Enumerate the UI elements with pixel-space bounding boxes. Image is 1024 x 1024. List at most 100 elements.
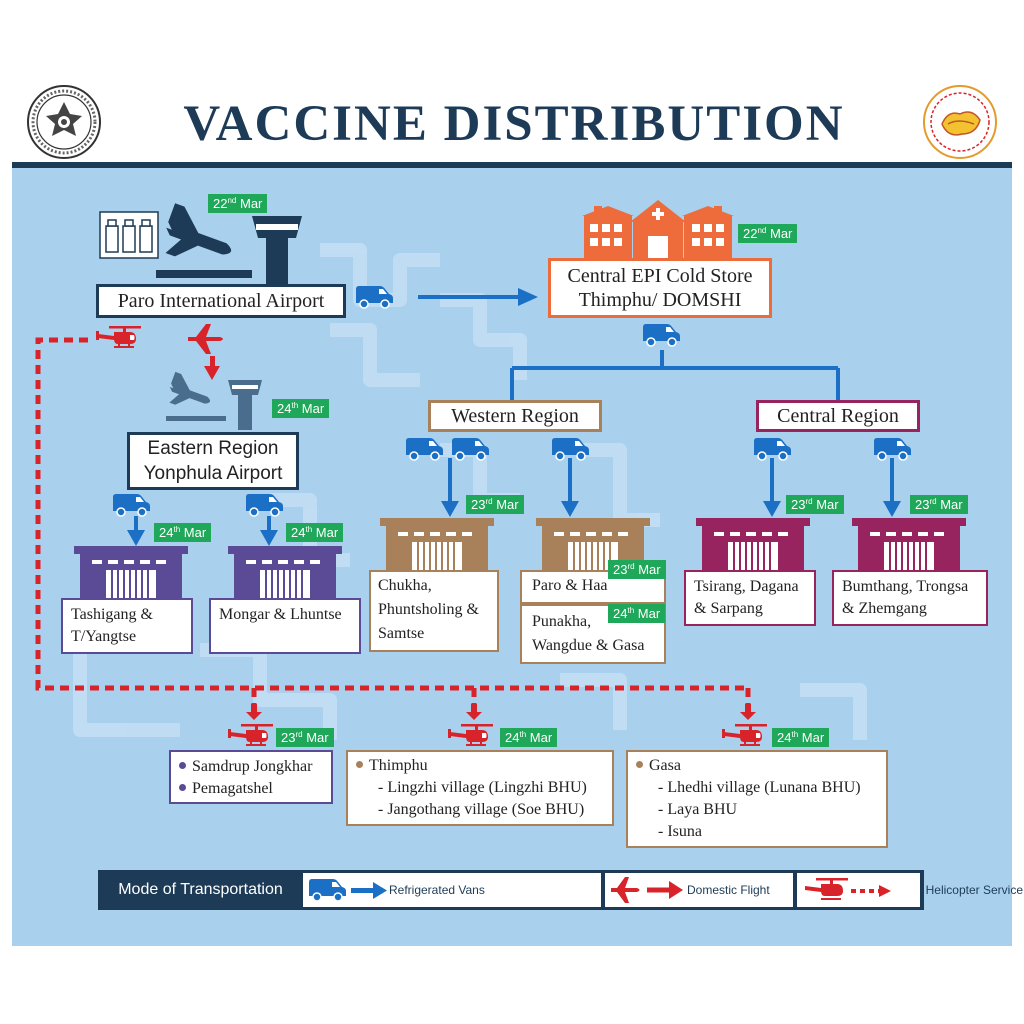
van-icon [642,323,681,347]
heli-list-item-text: Samdrup Jongkhar [192,758,313,775]
heli-list-sub: - Isuna [658,823,702,840]
helicopter-arrow-icon [740,704,756,720]
van-icon [405,437,444,461]
date-badge: 24th Mar [608,604,666,623]
eastern-region-label-1: Eastern Region [147,438,279,459]
vaccine-vials-icon [99,211,159,259]
heli-destination-thimphu: Thimphu - Lingzhi village (Lingzhi BHU) … [346,750,614,826]
heli-list-head: Gasa [649,757,681,774]
date-badge: 23rd Mar [608,560,666,579]
emblem-logo [27,85,101,159]
destination-line: Tashigang & [71,606,153,623]
destination-line: Mongar & Lhuntse [219,606,342,623]
legend-flight-label: Domestic Flight [687,883,770,897]
runway [156,270,252,278]
helicopter-icon [96,326,141,348]
date-badge: 24th Mar [272,399,330,418]
date-badge: 24th Mar [154,523,212,542]
heli-list-sub: - Lhedhi village (Lunana BHU) [658,779,861,796]
heli-list-item: Pemagatshel [179,778,331,800]
destination-line: Samtse [378,625,425,642]
heli-list-sub: - Lingzhi village (Lingzhi BHU) [378,779,587,796]
western-region-label: Western Region [451,404,579,427]
date-badge: 22nd Mar [208,194,268,213]
central-store-label-1: Central EPI Cold Store [567,265,753,287]
airplane-icon [188,324,223,354]
heli-list-item: Gasa [636,755,886,777]
date-badge: 23rd Mar [786,495,844,514]
date-badge: 22nd Mar [738,224,798,243]
legend-item-flight: Domestic Flight [605,873,793,907]
destination-line: Bumthang, Trongsa [842,578,969,595]
eastern-region-box: Eastern Region Yonphula Airport [127,432,299,490]
control-tower-icon [252,216,302,286]
legend-item-vans: Refrigerated Vans [303,873,601,907]
destination-line: Punakha, [532,613,592,630]
destination-line: Chukha, [378,577,432,594]
van-icon [309,879,387,902]
date-badge: 23rd Mar [910,495,968,514]
destination-line: Phuntsholing & [378,601,479,618]
destination-line: Wangdue & Gasa [532,637,645,654]
airplane-icon [611,877,683,903]
destination-line: & Zhemgang [842,600,927,617]
helicopter-icon [805,878,891,900]
legend-heli-label: Helicopter Service [925,883,1023,897]
warehouse-icon [696,518,810,570]
warehouse-icon [380,518,494,570]
heli-destination-gasa: Gasa - Lhedhi village (Lunana BHU) - Lay… [626,750,888,848]
date-badge: 23rd Mar [276,728,334,747]
transport-legend: Mode of Transportation Refrigerated Vans… [98,870,1023,910]
destination-bumthang: Bumthang, Trongsa & Zhemgang [832,570,988,626]
destination-chukha: Chukha, Phuntsholing & Samtse [369,570,499,652]
airplane-icon [165,203,232,257]
our-gyalsey-logo [923,85,997,159]
date-badge: 24th Mar [500,728,558,747]
destination-line: Paro & Haa [532,577,608,594]
helicopter-icon [722,724,767,746]
central-region-box: Central Region [756,400,920,432]
helicopter-icon [228,724,273,746]
destination-mongar: Mongar & Lhuntse [209,598,361,654]
destination-line: Tsirang, Dagana [694,578,799,595]
heli-list-head: Thimphu [369,757,428,774]
flight-route-arrow [204,356,220,380]
helicopter-route [35,337,751,706]
title-divider [12,162,1012,168]
destination-tsirang: Tsirang, Dagana & Sarpang [684,570,816,626]
central-region-label: Central Region [777,404,899,427]
van-routes [127,288,901,546]
paro-airport-label: Paro International Airport [117,289,325,312]
destination-line: & Sarpang [694,600,763,617]
heli-list-sub: - Jangothang village (Soe BHU) [378,801,585,818]
date-badge: 24th Mar [772,728,830,747]
runway [166,416,226,421]
warehouse-icon [852,518,966,570]
legend-vans-label: Refrigerated Vans [389,883,485,897]
heli-list-sub: - Laya BHU [658,801,738,818]
van-icon [873,437,912,461]
van-icon [551,437,590,461]
helicopter-arrow-icon [466,704,482,720]
warehouse-icon [228,546,342,598]
heli-destination-samdrup: Samdrup Jongkhar Pemagatshel [169,750,333,804]
central-store-box: Central EPI Cold Store Thimphu/ DOMSHI [548,258,772,318]
control-tower-icon [228,380,262,430]
airplane-icon [169,371,211,405]
date-badge: 23rd Mar [466,495,524,514]
western-region-box: Western Region [428,400,602,432]
date-badge: 24th Mar [286,523,344,542]
helicopter-icon [448,724,493,746]
paro-airport-box: Paro International Airport [96,284,346,318]
warehouse-icon [74,546,188,598]
legend-title: Mode of Transportation [118,881,283,898]
heli-list-item: Samdrup Jongkhar [179,756,331,778]
heli-list-item-text: Pemagatshel [192,780,273,797]
destination-line: T/Yangtse [71,628,137,645]
van-icon [112,493,151,517]
heli-list-item: Thimphu [356,755,612,777]
legend-item-helicopter: Helicopter Service [797,873,1023,907]
eastern-region-label-2: Yonphula Airport [143,463,283,484]
destination-tashigang: Tashigang & T/Yangtse [61,598,193,654]
